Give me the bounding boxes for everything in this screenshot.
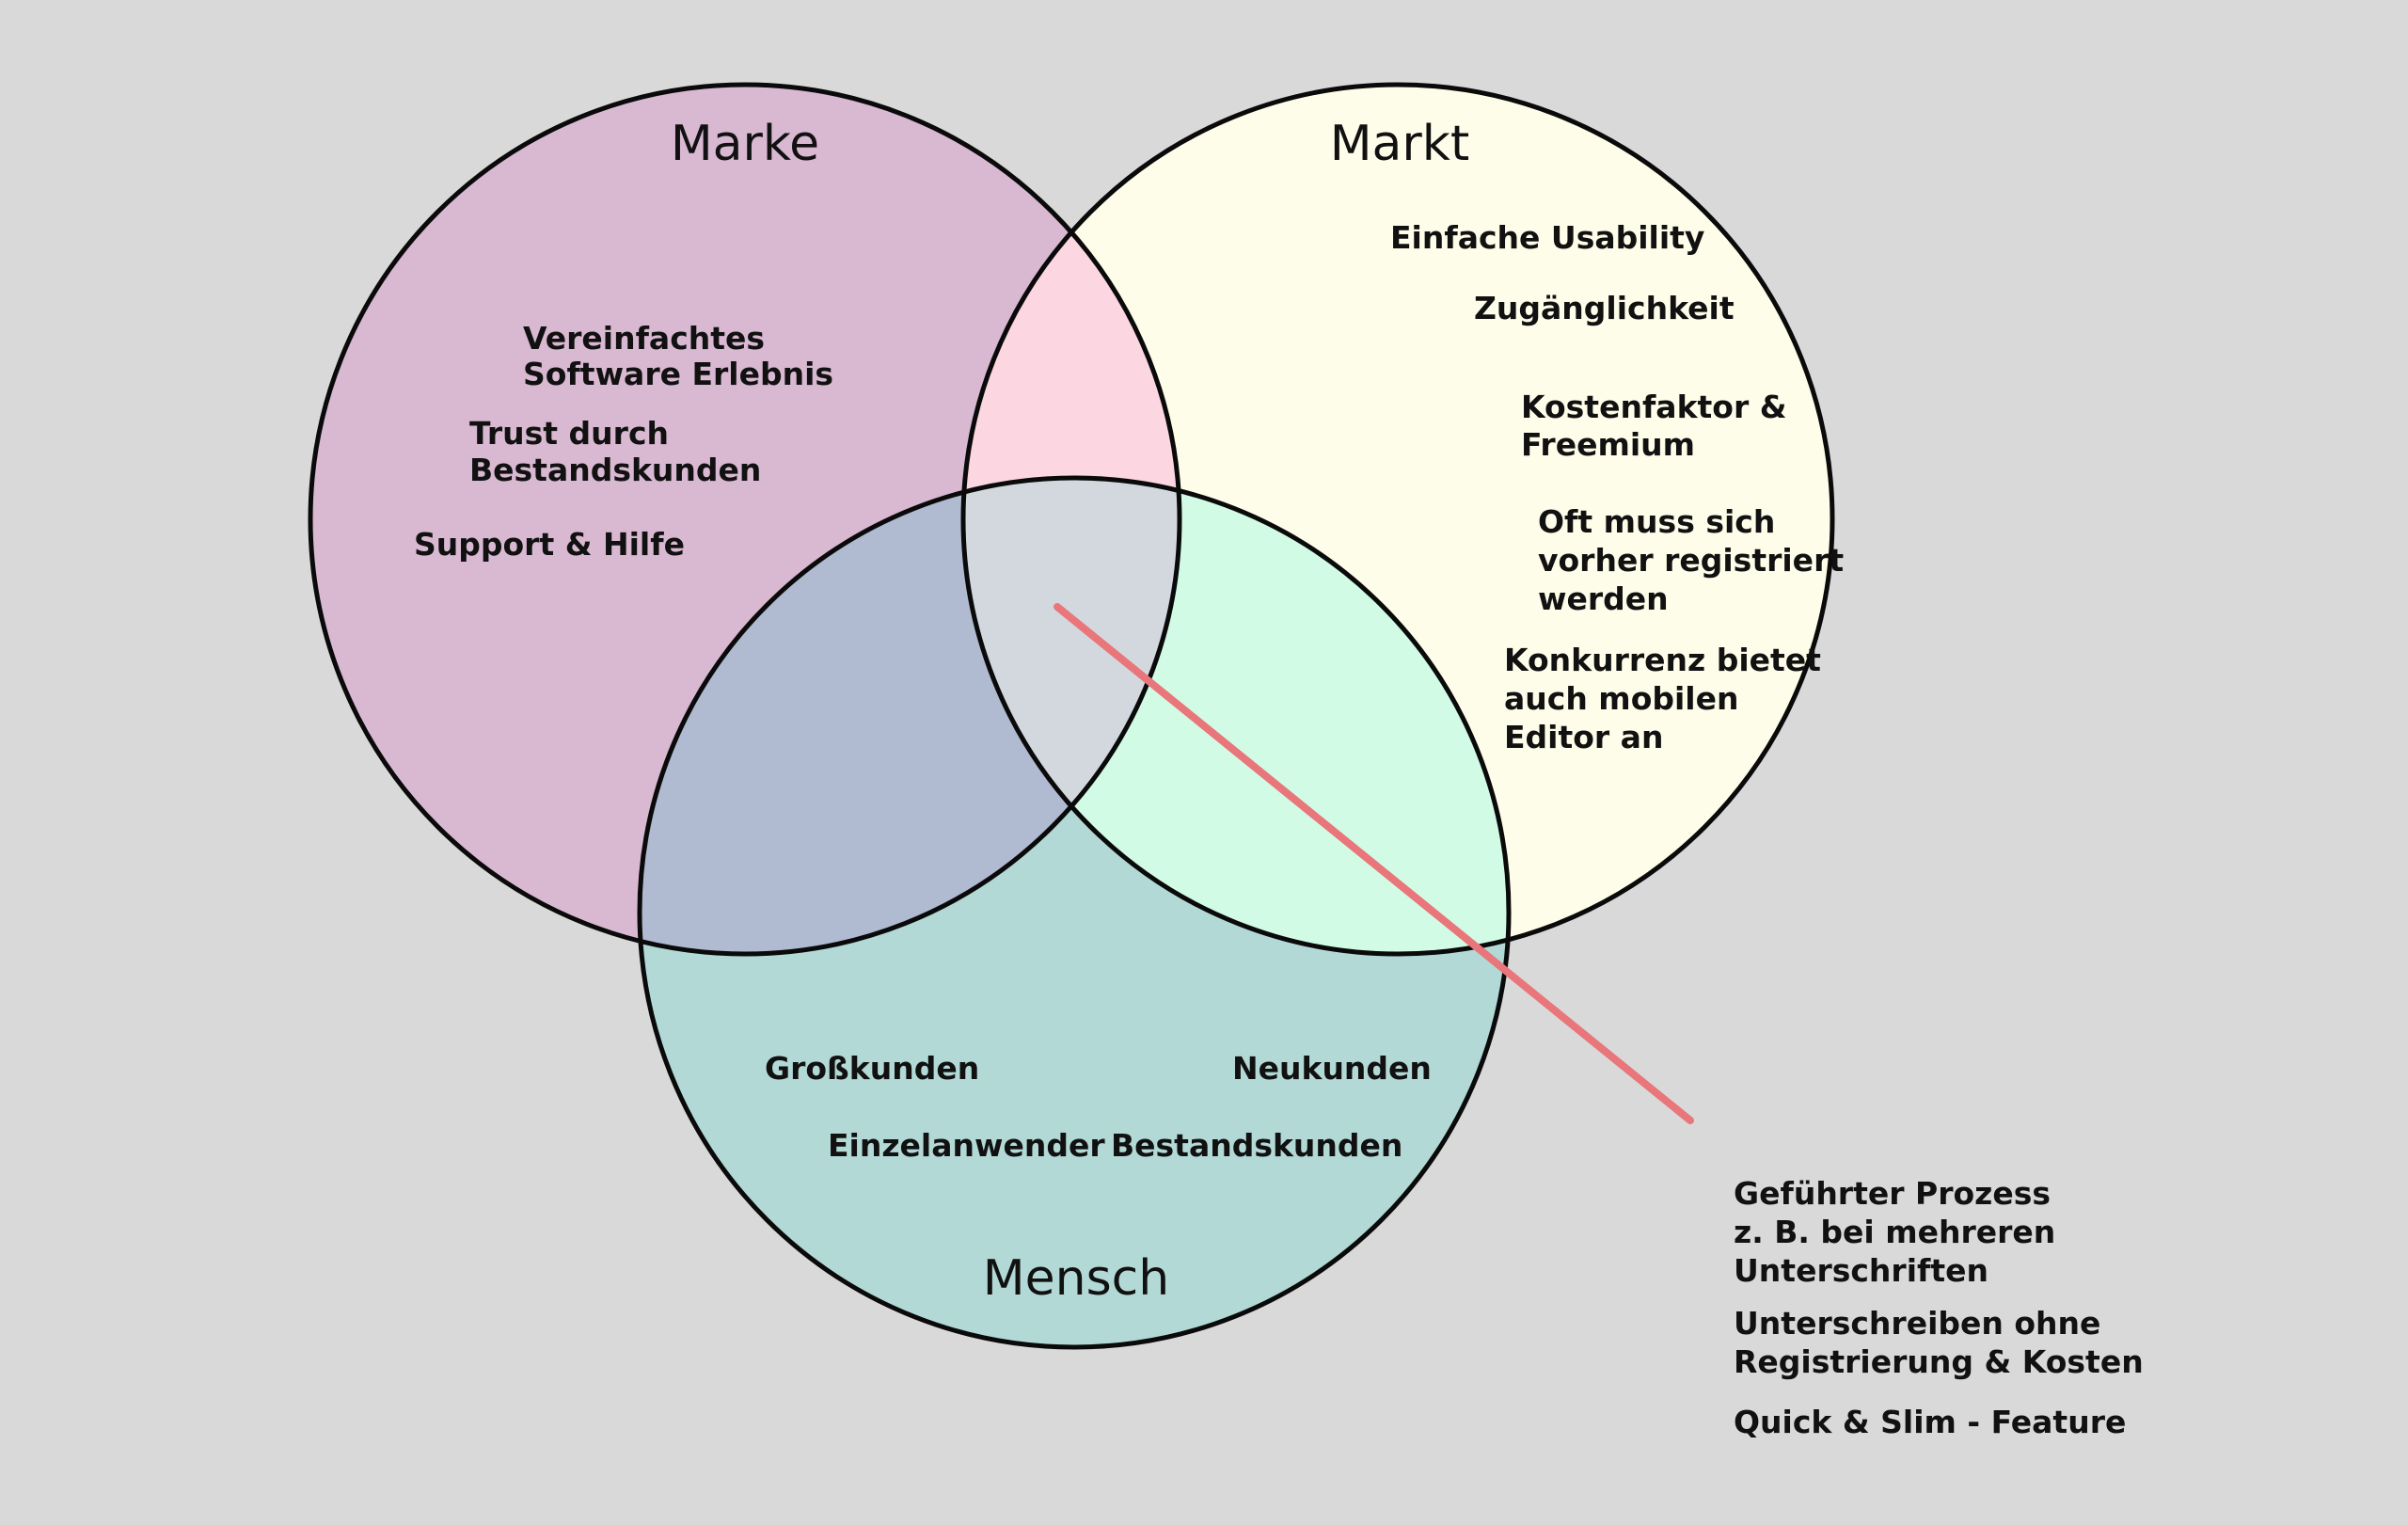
callout-note: Geführter Prozess z. B. bei mehreren Unt… (1734, 1175, 2067, 1289)
callout-note-line: Registrierung & Kosten (1734, 1343, 2144, 1380)
markt-note: Oft muss sich vorher registriert werden (1538, 503, 1855, 617)
callout-note: Quick & Slim - Feature (1734, 1404, 2126, 1440)
markt-note-line: Zugänglichkeit (1474, 290, 1735, 326)
callout-note-line: Unterschriften (1734, 1252, 1988, 1289)
markt-note-line: Editor an (1504, 719, 1663, 755)
callout-pointer-line (1054, 603, 1694, 1124)
mensch-title: Mensch (983, 1250, 1169, 1307)
markt-note: Kostenfaktor & Freemium (1521, 389, 1798, 463)
marke-circle-outline (308, 82, 1182, 957)
marke-note: Trust durch Bestandskunden (469, 415, 761, 488)
markt-note-line: werden (1538, 580, 1669, 617)
markt-note-line: Einfache Usability (1390, 219, 1704, 256)
mensch-note: Bestandskunden (1111, 1127, 1402, 1164)
marke-note-line: Bestandskunden (469, 452, 761, 488)
marke-note: Vereinfachtes Software Erlebnis (523, 320, 833, 392)
markt-note-line: vorher registriert (1538, 542, 1844, 579)
marke-title: Marke (671, 116, 819, 172)
mensch-note: Großkunden (765, 1050, 979, 1087)
mensch-circle-outline (637, 475, 1512, 1350)
markt-note: Zugänglichkeit (1474, 290, 1735, 326)
callout-note: Unterschreiben ohne Registrierung & Kost… (1734, 1305, 2144, 1380)
markt-circle-outline (960, 82, 1835, 957)
marke-note-line: Vereinfachtes (523, 320, 765, 357)
marke-note-line: Trust durch (469, 415, 669, 452)
callout-note-line: Unterschreiben ohne (1734, 1305, 2100, 1342)
markt-note-line: Konkurrenz bietet (1504, 642, 1821, 678)
markt-note-line: Kostenfaktor & (1521, 389, 1787, 425)
markt-note-line: Freemium (1521, 426, 1695, 463)
markt-note: Konkurrenz bietet auch mobilen Editor an (1504, 642, 1831, 755)
markt-note: Einfache Usability (1390, 219, 1704, 256)
callout-note-line: Geführter Prozess (1734, 1175, 2051, 1212)
marke-note: Support & Hilfe (414, 526, 685, 563)
marke-note-line: Support & Hilfe (414, 526, 685, 563)
callout-note-line: Quick & Slim - Feature (1734, 1404, 2126, 1440)
mensch-note: Neukunden (1232, 1050, 1432, 1087)
markt-note-line: Oft muss sich (1538, 503, 1775, 540)
markt-title: Markt (1330, 116, 1470, 172)
marke-note-line: Software Erlebnis (523, 356, 833, 392)
mensch-note: Einzelanwender (828, 1127, 1105, 1164)
markt-note-line: auch mobilen (1504, 680, 1738, 717)
callout-note-line: z. B. bei mehreren (1734, 1214, 2055, 1250)
